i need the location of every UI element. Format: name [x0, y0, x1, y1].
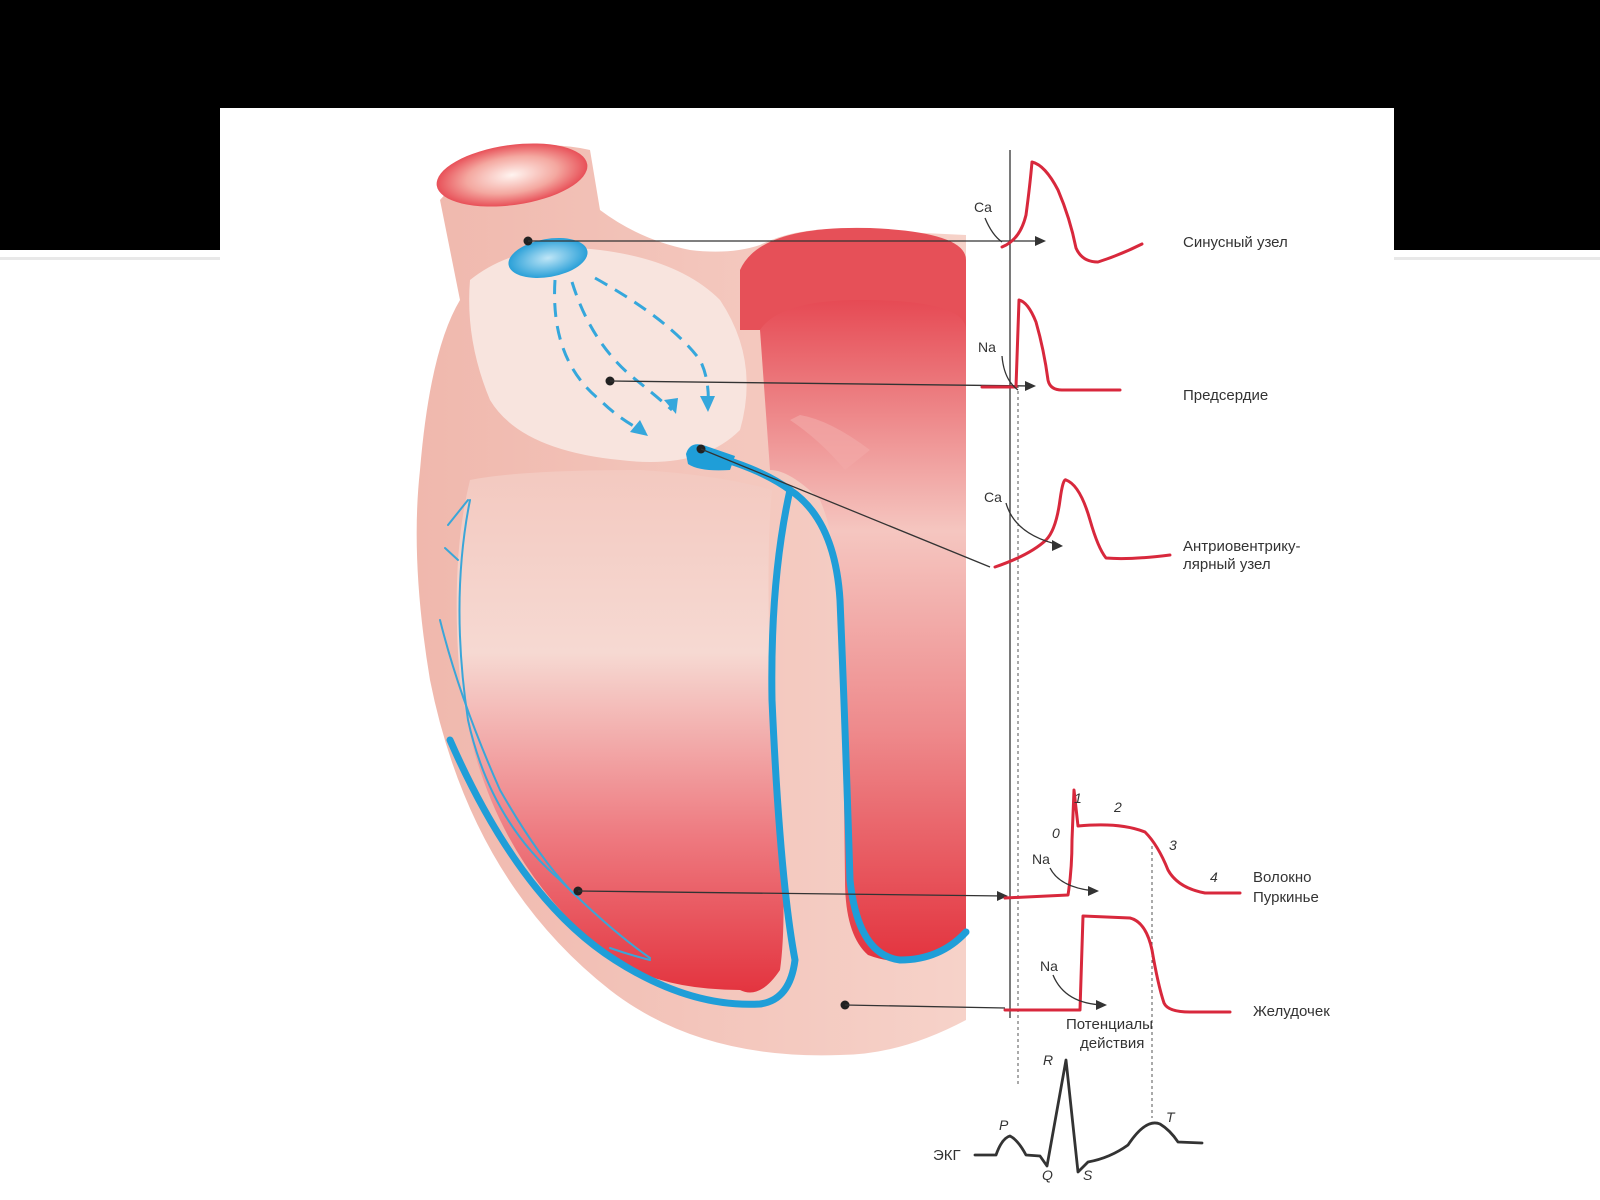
ion-label-ventricle: Na — [1040, 958, 1058, 974]
label-av-node-line1: Антриовентрику- — [1183, 538, 1300, 555]
sinus-node-action-potential — [1000, 160, 1144, 264]
ion-label-av-node: Ca — [984, 489, 1002, 505]
purkinje-pointer — [577, 890, 1006, 897]
label-ventricle: Желудочек — [1253, 1003, 1330, 1020]
internodal-pathway — [594, 276, 710, 409]
arrowhead — [1025, 381, 1036, 391]
ecg-wave-s: S — [1083, 1167, 1093, 1183]
aorta-opening — [436, 143, 588, 207]
ion-label-atrium: Na — [978, 339, 996, 355]
purkinje-fiber — [609, 947, 651, 961]
arrowhead — [664, 398, 678, 414]
arrowhead — [1096, 1000, 1107, 1010]
title-rule-right — [1394, 257, 1600, 260]
sinoatrial-node — [508, 238, 588, 278]
arrowhead — [1052, 540, 1063, 551]
ion-label-sinus: Ca — [974, 199, 992, 215]
av-node-pointer — [700, 448, 991, 568]
title-rule-left — [0, 257, 220, 260]
ion-label-purkinje: Na — [1032, 851, 1050, 867]
ventricle-action-potential — [1003, 914, 1232, 1014]
right-bundle-branch — [446, 486, 799, 1008]
purkinje-fiber — [458, 499, 651, 959]
atrium-pointer — [609, 380, 1034, 387]
action-potential-curves — [980, 160, 1242, 1014]
ventricle-pointer — [844, 1004, 1006, 1009]
pointer-lines — [523, 236, 1046, 1010]
phase-0: 0 — [1052, 825, 1060, 841]
ecg-wave-t: T — [1166, 1109, 1176, 1125]
ecg-labels: ЭКГ P R Q S T — [933, 1052, 1176, 1183]
right-ventricle-cavity — [456, 470, 784, 993]
purkinje-fiber — [439, 499, 576, 896]
right-atrium — [469, 248, 747, 462]
left-bundle-branch — [786, 486, 970, 964]
ion-arrow — [1001, 355, 1019, 391]
ion-arrow — [1005, 502, 1061, 546]
phase-4: 4 — [1210, 869, 1218, 885]
av-node-action-potential — [993, 478, 1172, 569]
arrowhead — [700, 396, 715, 412]
left-ventricle-cavity — [760, 300, 966, 962]
arrowhead — [630, 420, 648, 436]
phase-2: 2 — [1113, 799, 1122, 815]
internodal-pathway — [553, 279, 646, 434]
label-action-potentials-line2: действия — [1080, 1035, 1144, 1052]
label-atrium: Предсердие — [1183, 387, 1268, 404]
ecg-trace — [973, 1058, 1204, 1174]
phase-1: 1 — [1074, 790, 1082, 806]
septum-highlight — [790, 415, 870, 470]
label-purkinje-line1: Волокно — [1253, 869, 1311, 886]
ecg-wave-q: Q — [1042, 1167, 1053, 1183]
atrium-action-potential — [980, 298, 1122, 392]
ion-arrow — [984, 217, 1003, 243]
structure-labels: Синусный узел Предсердие Антриовентрику-… — [1066, 234, 1330, 1052]
arrowhead — [1088, 886, 1099, 896]
ion-arrows — [984, 217, 1107, 1010]
phase-labels: 0 1 2 3 4 — [1052, 790, 1218, 885]
heart-illustration — [416, 143, 967, 1056]
ecg-label: ЭКГ — [933, 1147, 961, 1164]
phase-3: 3 — [1169, 837, 1177, 853]
purkinje-action-potential — [1003, 788, 1242, 900]
arrowhead — [1035, 236, 1046, 246]
internodal-pathway — [570, 281, 673, 412]
label-action-potentials-line1: Потенциалы — [1066, 1016, 1153, 1033]
label-purkinje-line2: Пуркинье — [1253, 889, 1319, 906]
ion-labels: Ca Na Ca Na Na — [974, 199, 1058, 974]
label-av-node-line2: лярный узел — [1183, 556, 1271, 573]
label-sinus-node: Синусный узел — [1183, 234, 1288, 251]
ecg-wave-r: R — [1043, 1052, 1053, 1068]
ecg-wave-p: P — [999, 1117, 1009, 1133]
arrowhead — [997, 891, 1008, 901]
